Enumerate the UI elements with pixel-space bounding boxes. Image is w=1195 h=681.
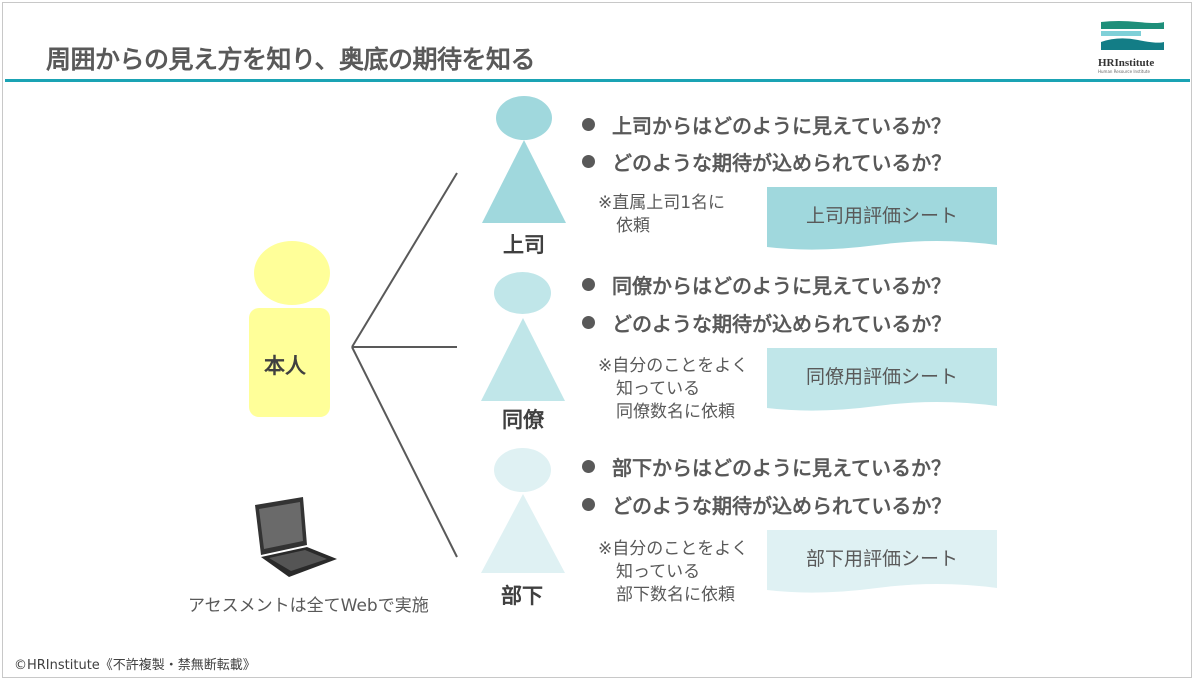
laptop-caption: アセスメントは全てWebで実施	[188, 596, 429, 616]
bullet-icon	[582, 460, 595, 473]
subordinate-body	[481, 494, 565, 573]
subordinate-head	[494, 448, 551, 492]
peer-body	[481, 318, 565, 401]
bullet-icon	[582, 498, 595, 511]
subordinate-label: 部下	[501, 584, 543, 608]
bullet-icon	[582, 316, 595, 329]
bullet-icon	[582, 118, 595, 131]
hrinstitute-logo: HRInstitute Human Resource Institute	[1098, 20, 1164, 74]
copyright: ©HRInstitute《不許複製・禁無断転載》	[14, 658, 256, 673]
peer-label: 同僚	[502, 408, 544, 432]
boss-body	[482, 140, 566, 223]
self-label: 本人	[264, 354, 306, 378]
subordinate-question-1: 部下からはどのように見えているか？	[612, 456, 951, 480]
boss-label: 上司	[503, 233, 545, 257]
peer-question-1: 同僚からはどのように見えているか？	[612, 274, 951, 298]
self-head	[254, 241, 330, 305]
bullet-icon	[582, 155, 595, 168]
boss-head	[496, 96, 552, 140]
laptop-icon	[255, 497, 337, 577]
peer-head	[494, 272, 551, 314]
boss-sheet: 上司用評価シート	[767, 187, 997, 251]
subordinate-question-2: どのような期待が込められているか？	[612, 494, 952, 518]
peer-note: ※自分のことをよく 知っている 同僚数名に依頼	[598, 356, 749, 422]
boss-note: ※直属上司1名に 依頼	[598, 193, 726, 236]
subordinate-note: ※自分のことをよく 知っている 部下数名に依頼	[598, 539, 749, 605]
boss-question-1: 上司からはどのように見えているか？	[612, 114, 951, 138]
boss-question-2: どのような期待が込められているか？	[612, 151, 952, 175]
peer-question-2: どのような期待が込められているか？	[612, 312, 952, 336]
subordinate-sheet: 部下用評価シート	[767, 530, 997, 594]
peer-sheet: 同僚用評価シート	[767, 348, 997, 412]
self-body	[249, 308, 330, 417]
title-rule	[5, 79, 1190, 82]
slide-title: 周囲からの見え方を知り、奥底の期待を知る	[46, 45, 536, 74]
bullet-icon	[582, 278, 595, 291]
